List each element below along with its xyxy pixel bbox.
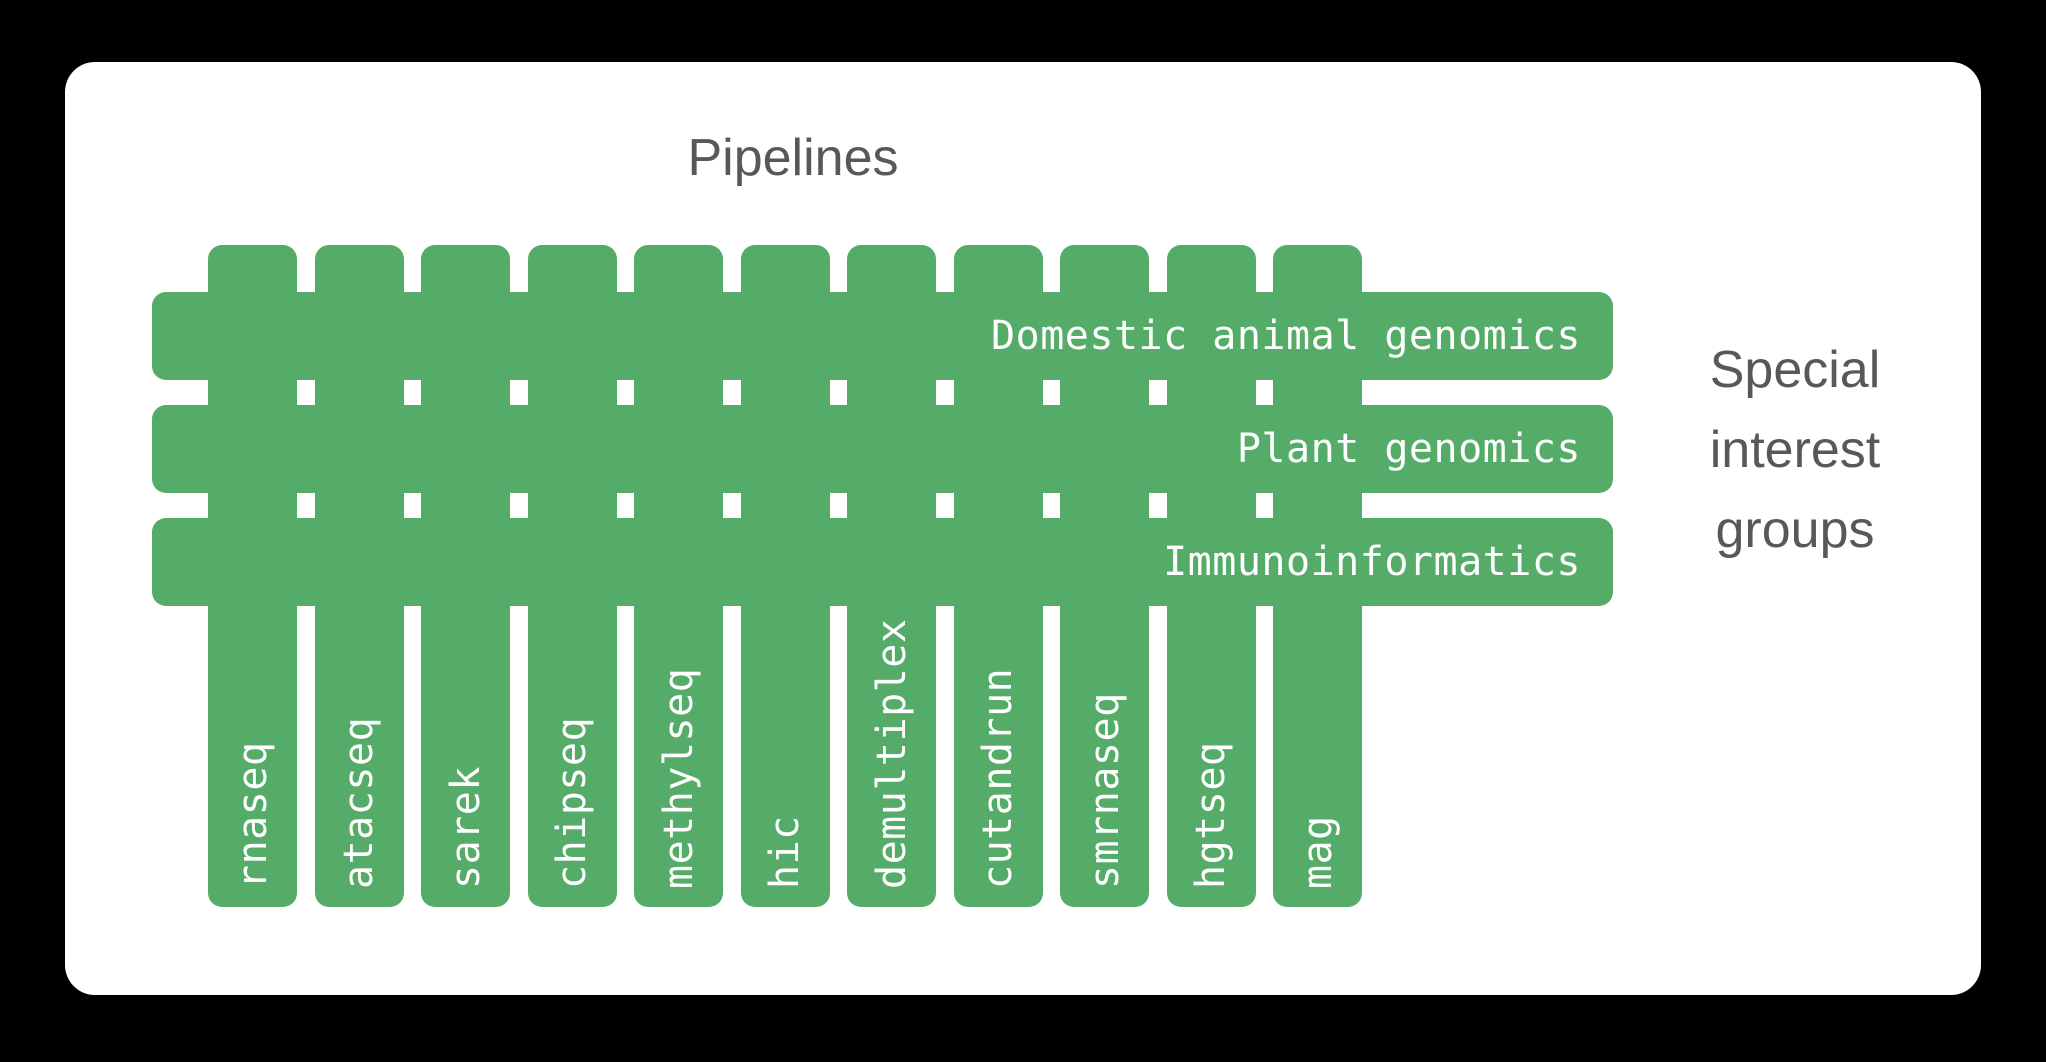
special-interest-group-bar[interactable]: Domestic animal genomics: [152, 292, 1613, 380]
pipeline-label: chipseq: [549, 716, 595, 889]
caption-line-2: interest: [1709, 421, 1881, 479]
pipeline-label: demultiplex: [868, 618, 915, 889]
caption-line-1: Special: [1709, 341, 1881, 399]
page-title: Pipelines: [687, 129, 899, 187]
pipeline-label: mag: [1294, 815, 1341, 889]
special-interest-group-bar[interactable]: Plant genomics: [152, 405, 1613, 493]
special-interest-group-label: Plant genomics: [1236, 426, 1581, 472]
pipeline-label: hic: [762, 815, 808, 889]
pipeline-label: rnaseq: [229, 741, 276, 890]
special-interest-group-label: Domestic animal genomics: [991, 313, 1581, 359]
pipeline-label: cutandrun: [975, 667, 1021, 889]
pipeline-label: atacseq: [336, 716, 382, 889]
pipeline-label: smrnaseq: [1081, 692, 1128, 889]
special-interest-group-bar[interactable]: Immunoinformatics: [152, 518, 1613, 606]
special-interest-group-label: Immunoinformatics: [1163, 539, 1581, 585]
pipeline-label: methylseq: [655, 667, 702, 889]
special-interest-groups-caption: Special interest groups: [1650, 330, 1940, 570]
pipeline-label: sarek: [442, 766, 489, 889]
pipeline-label: hgtseq: [1188, 741, 1234, 890]
caption-line-3: groups: [1715, 501, 1875, 559]
